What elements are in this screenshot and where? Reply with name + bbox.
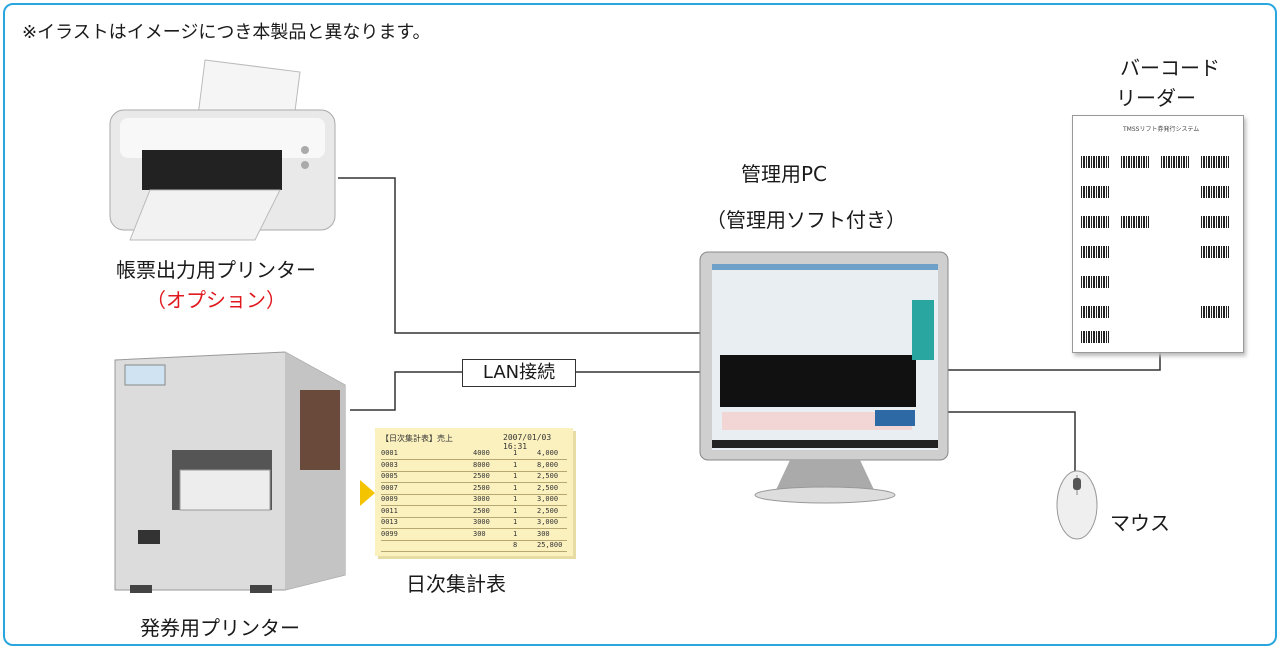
report-cell-amount: 2,500	[537, 483, 559, 492]
report-cell-amount: 8,000	[537, 460, 559, 469]
notice-text: ※イラストはイメージにつき本製品と異なります。	[22, 22, 431, 43]
report-cell-code: 0001	[381, 449, 398, 457]
mouse-label: マウス	[1110, 511, 1170, 535]
report-cell-code: 0003	[381, 460, 398, 469]
report-cell-n: 8	[513, 541, 518, 549]
pc-monitor-icon	[699, 251, 949, 504]
barcode	[1081, 306, 1109, 318]
report-cell-amount: 25,800	[537, 541, 563, 549]
barcode	[1081, 216, 1109, 228]
report-cell-qty: 2500	[473, 483, 490, 492]
report-row: 0001 4000 1 4,000	[381, 448, 567, 460]
report-cell-amount: 3,000	[537, 518, 559, 526]
report-cell-code: 0011	[381, 506, 398, 515]
lan-connection-label: LAN接続	[462, 359, 576, 387]
mouse-icon	[1056, 470, 1098, 540]
ticket-printer-icon	[114, 351, 346, 593]
report-cell-code: 0009	[381, 495, 398, 503]
ledger-printer-icon	[109, 59, 336, 241]
report-row: 0003 8000 1 8,000	[381, 460, 567, 472]
report-cell-n: 1	[513, 506, 518, 515]
report-cell-qty: 2500	[473, 472, 490, 480]
report-row: 0005 2500 1 2,500	[381, 471, 567, 483]
report-cell-n: 1	[513, 460, 518, 469]
report-cell-amount: 2,500	[537, 472, 559, 480]
ledger-printer-label: 帳票出力用プリンター	[116, 258, 316, 282]
barcode	[1081, 186, 1109, 198]
barcode	[1081, 276, 1109, 288]
report-header-left: 【日次集計表】売上	[381, 434, 453, 443]
barcode	[1201, 216, 1229, 228]
report-cell-code: 0007	[381, 483, 398, 492]
report-cell-code: 0099	[381, 529, 398, 538]
report-row: 0009 3000 1 3,000	[381, 494, 567, 506]
report-cell-code: 0005	[381, 472, 398, 480]
barcode	[1161, 156, 1189, 168]
barcode	[1201, 246, 1229, 258]
arrow-icon	[360, 480, 375, 506]
barcode	[1081, 156, 1109, 168]
report-cell-n: 1	[513, 529, 518, 538]
report-cell-n: 1	[513, 483, 518, 492]
report-row: 0099 300 1 300	[381, 529, 567, 541]
report-cell-qty: 8000	[473, 460, 490, 469]
report-cell-n: 1	[513, 472, 518, 480]
barcode	[1121, 156, 1149, 168]
barcode-sheet-title: TMSSリフト券発行システム	[1123, 126, 1200, 133]
pc-subtitle: （管理用ソフト付き）	[706, 208, 906, 232]
report-cell-n: 1	[513, 449, 518, 457]
daily-report-sheet: 【日次集計表】売上 2007/01/03 16:31 0001 4000 1 4,00…	[375, 428, 573, 556]
ticket-printer-label: 発券用プリンター	[140, 616, 300, 640]
report-cell-qty: 300	[473, 529, 486, 538]
report-cell-qty: 3000	[473, 495, 490, 503]
report-header-right: 2007/01/03 16:31	[503, 433, 552, 451]
report-cell-code: 0013	[381, 518, 398, 526]
ledger-printer-option: （オプション）	[146, 288, 286, 312]
report-cell-amount: 4,000	[537, 449, 559, 457]
report-row: 0013 3000 1 3,000	[381, 517, 567, 529]
barcode-sheet: TMSSリフト券発行システム	[1072, 115, 1244, 353]
report-cell-amount: 300	[537, 529, 550, 538]
barcode	[1081, 331, 1109, 343]
barcode	[1121, 216, 1149, 228]
barcode	[1081, 246, 1109, 258]
report-row: 8 25,800	[381, 540, 567, 552]
report-cell-amount: 2,500	[537, 506, 559, 515]
report-row: 0011 2500 1 2,500	[381, 506, 567, 518]
report-cell-amount: 3,000	[537, 495, 559, 503]
barcode	[1201, 156, 1229, 168]
pc-title: 管理用PC	[741, 162, 828, 186]
barcode	[1201, 306, 1229, 318]
barcode	[1201, 186, 1229, 198]
report-cell-n: 1	[513, 518, 518, 526]
barcode-reader-label-line1: バーコード	[1120, 56, 1220, 80]
report-cell-qty: 3000	[473, 518, 490, 526]
daily-report-label: 日次集計表	[406, 572, 506, 596]
barcode-reader-label-line2: リーダー	[1116, 86, 1196, 110]
report-cell-qty: 2500	[473, 506, 490, 515]
report-cell-n: 1	[513, 495, 518, 503]
report-row: 0007 2500 1 2,500	[381, 483, 567, 495]
report-cell-qty: 4000	[473, 449, 490, 457]
